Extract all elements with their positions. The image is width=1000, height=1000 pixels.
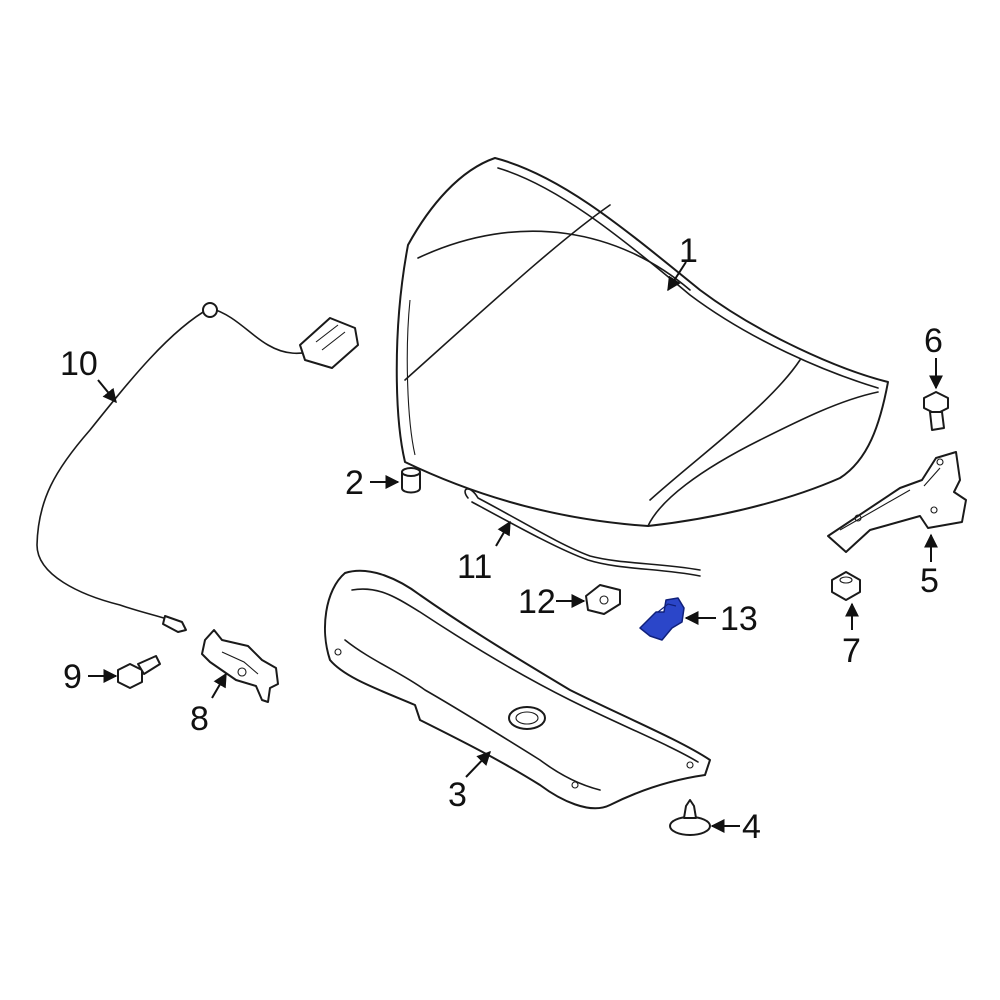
callout-2: 2 xyxy=(345,464,364,502)
hood-panel[interactable] xyxy=(395,157,889,527)
hood-bumper-stop[interactable] xyxy=(401,467,421,494)
callout-7: 7 xyxy=(842,632,861,670)
cable-handle xyxy=(299,317,359,369)
callout-6: 6 xyxy=(924,322,943,360)
callout-8: 8 xyxy=(190,700,209,738)
hinge-bolt[interactable] xyxy=(923,391,949,431)
hood-insulator[interactable] xyxy=(324,569,711,810)
callout-13: 13 xyxy=(720,600,758,638)
leader-11 xyxy=(495,520,511,547)
callout-11: 11 xyxy=(457,548,492,586)
callout-1: 1 xyxy=(679,232,698,270)
prop-rod-holder[interactable] xyxy=(585,584,621,615)
callout-numbers: 1 2 3 4 5 6 7 8 9 10 11 12 13 xyxy=(60,232,943,846)
leader-10 xyxy=(97,379,117,404)
hood-release-cable[interactable] xyxy=(36,302,359,633)
callout-leaders xyxy=(88,261,943,833)
latch-bolt[interactable] xyxy=(117,655,161,689)
leader-1 xyxy=(667,261,687,292)
hood-prop-rod[interactable] xyxy=(464,488,701,577)
hinge-nut[interactable] xyxy=(831,571,861,601)
callout-9: 9 xyxy=(63,658,82,696)
push-clip[interactable] xyxy=(669,799,711,836)
hood-hinge[interactable] xyxy=(827,451,967,553)
callout-5: 5 xyxy=(920,562,939,600)
leader-8 xyxy=(211,672,227,699)
leader-3 xyxy=(465,750,491,778)
hood-latch[interactable] xyxy=(201,629,279,703)
hood-clip-highlighted[interactable] xyxy=(639,597,685,641)
callout-12: 12 xyxy=(518,583,556,621)
callout-4: 4 xyxy=(742,808,761,846)
callout-10: 10 xyxy=(60,345,98,383)
callout-3: 3 xyxy=(448,776,467,814)
